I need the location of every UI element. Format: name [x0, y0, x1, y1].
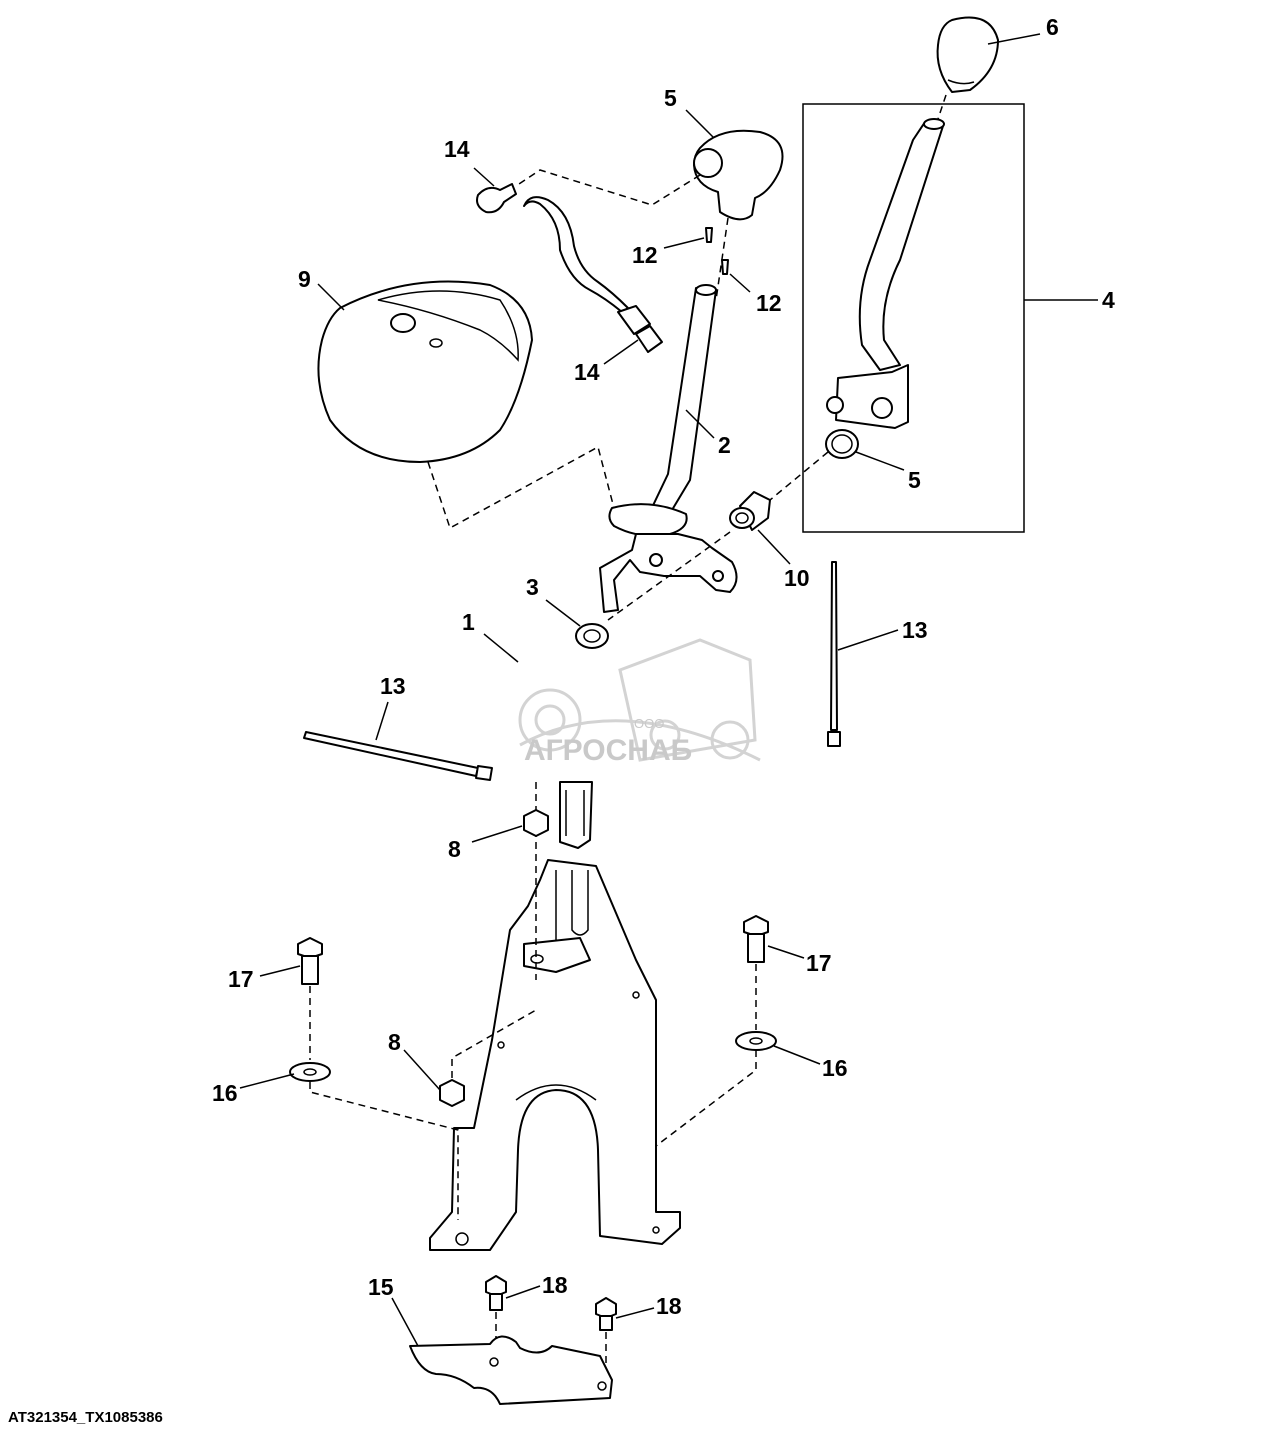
dash-knob6-to-tube — [715, 217, 729, 301]
leader-13-right — [837, 629, 899, 651]
callout-4: 4 — [1102, 287, 1115, 313]
leader-14a — [473, 167, 495, 187]
leader-17-right — [767, 945, 805, 959]
callout-1: 1 — [462, 609, 475, 635]
leader-15 — [391, 1297, 419, 1347]
leader-18-right — [615, 1307, 655, 1319]
callout-5: 5 — [908, 467, 921, 493]
dash-nut8-lower — [451, 1009, 537, 1078]
leader-17-left — [259, 965, 301, 977]
callout-18-left: 18 — [542, 1272, 568, 1298]
callout-3: 3 — [526, 574, 539, 600]
part-17-bolt-right — [743, 915, 769, 963]
leader-8b — [403, 1049, 441, 1091]
part-8-nut-lower — [439, 1079, 465, 1107]
leader-8a — [471, 825, 523, 843]
part-14-lamp — [476, 183, 517, 214]
callout-14-lower: 14 — [574, 359, 600, 385]
callout-13-left: 13 — [380, 673, 406, 699]
part-12-pins — [705, 227, 729, 275]
leader-18-left — [505, 1285, 541, 1299]
part-4-assembly-box — [802, 103, 1025, 533]
callout-13-right: 13 — [902, 617, 928, 643]
figure-id: AT321354_TX1085386 — [8, 1409, 163, 1426]
part-17-bolt-left — [297, 937, 323, 985]
callout-8-lower: 8 — [388, 1029, 401, 1055]
part-10-bushing — [729, 491, 771, 531]
part-2-lever-tube — [647, 284, 717, 521]
callout-17-left: 17 — [228, 966, 254, 992]
leader-12a — [663, 237, 705, 249]
callout-6: 5 — [664, 85, 677, 111]
callout-12-left: 12 — [632, 242, 658, 268]
callout-17-right: 17 — [806, 950, 832, 976]
callout-16-left: 16 — [212, 1080, 238, 1106]
leader-lines — [239, 33, 1098, 1347]
leader-7 — [987, 33, 1041, 45]
dash-washer16-left — [309, 1082, 459, 1220]
part-13-cable-tie-left — [303, 731, 493, 781]
dash-washer16-right — [655, 1050, 757, 1147]
part-4-shift-lever — [826, 118, 945, 429]
leader-10 — [757, 529, 791, 565]
part-5-bushing — [825, 429, 859, 459]
part-18-bolt-right — [595, 1297, 617, 1331]
callout-12-right: 12 — [756, 290, 782, 316]
callout-18-right: 18 — [656, 1293, 682, 1319]
leader-3 — [545, 599, 581, 627]
callout-2: 2 — [718, 432, 731, 458]
dash-bushing5-to-10 — [769, 451, 829, 501]
callout-16-right: 16 — [822, 1055, 848, 1081]
callout-9: 9 — [298, 266, 311, 292]
part-3-washer — [575, 623, 609, 649]
callout-8-upper: 8 — [448, 836, 461, 862]
part-8-nut-upper — [523, 809, 549, 837]
dash-bushing10-to-washer3 — [607, 531, 731, 621]
leader-16-left — [239, 1073, 295, 1089]
part-16-washer-right — [735, 1031, 777, 1051]
leader-16-right — [773, 1045, 821, 1065]
part-1-stand — [429, 781, 681, 1251]
part-13-cable-tie-right — [827, 561, 841, 747]
part-7-knob — [936, 16, 999, 93]
watermark-prefix: ООО — [634, 716, 664, 731]
dash-cover-to-bracket — [427, 445, 616, 530]
part-2-bracket — [599, 503, 738, 613]
part-16-washer-left — [289, 1062, 331, 1082]
callout-7: 6 — [1046, 14, 1059, 40]
leader-6 — [685, 109, 715, 139]
callout-labels: 6 5 14 12 12 4 9 14 2 5 10 3 13 1 13 8 1… — [212, 14, 1115, 1319]
leader-1 — [483, 633, 519, 663]
dash-knob6-to-lamp — [515, 169, 701, 206]
watermark: ООО АГРОСНАБ — [518, 638, 761, 767]
leader-2 — [685, 409, 715, 439]
leader-9 — [317, 283, 345, 311]
callout-14-upper: 14 — [444, 136, 470, 162]
part-14-harness — [523, 196, 663, 353]
watermark-logo — [518, 638, 761, 762]
part-6-knob — [693, 129, 784, 221]
leader-5 — [855, 451, 905, 471]
part-18-bolt-left — [485, 1275, 507, 1311]
callout-10: 10 — [784, 565, 810, 591]
leader-12b — [729, 273, 751, 293]
leader-13-left — [375, 701, 389, 741]
leader-14b — [603, 339, 639, 365]
callout-15: 15 — [368, 1274, 394, 1300]
part-15-plate — [409, 1335, 613, 1405]
part-9-cover — [317, 280, 533, 463]
watermark-name: АГРОСНАБ — [524, 734, 692, 767]
